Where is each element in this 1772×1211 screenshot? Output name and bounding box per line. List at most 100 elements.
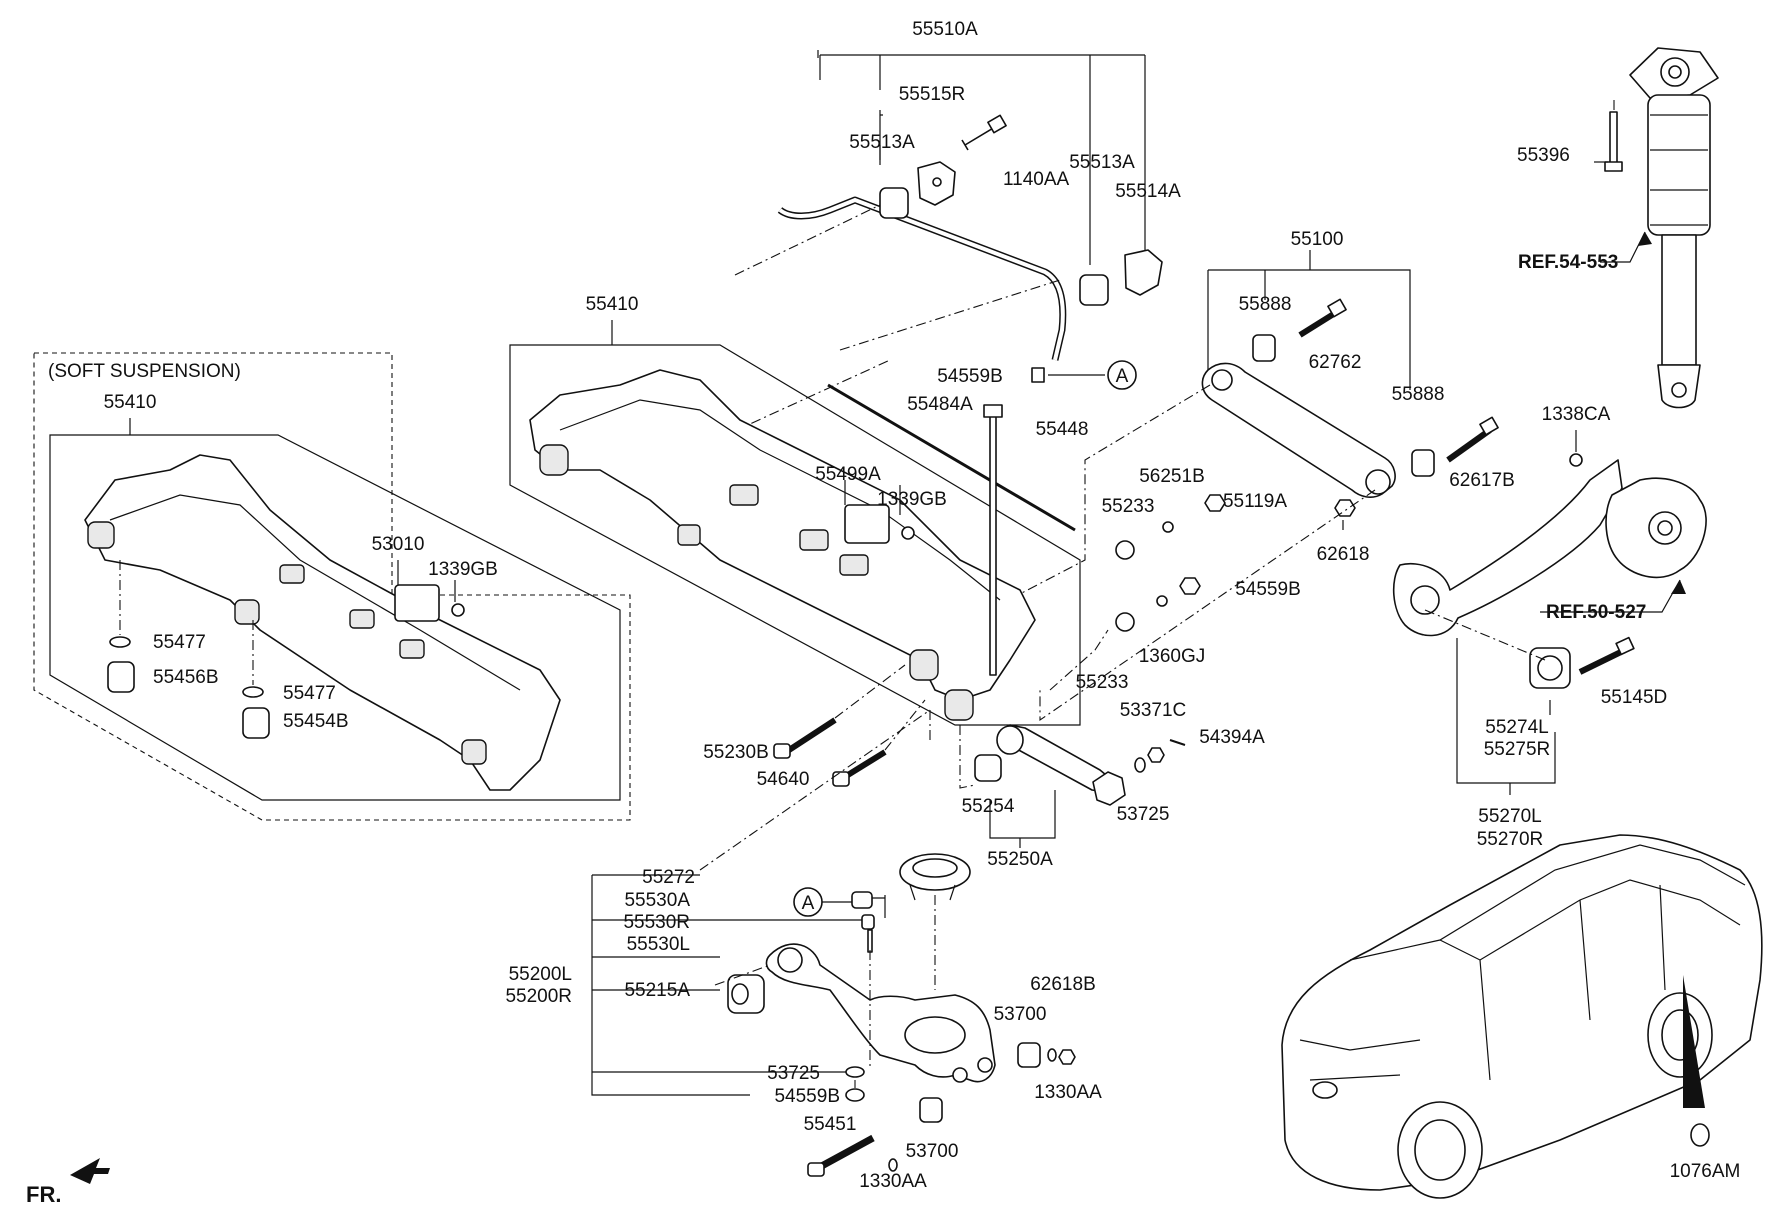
label-54559B-mid: 54559B xyxy=(1235,579,1301,600)
label-55477-a: 55477 xyxy=(153,632,206,653)
car-pointer-arrow xyxy=(1683,975,1705,1108)
bushing-55454B xyxy=(242,707,270,739)
shock-body xyxy=(1661,234,1697,366)
bolt-55448 xyxy=(989,414,997,676)
label-62618: 62618 xyxy=(1317,544,1370,565)
label-1330AA-a: 1330AA xyxy=(1034,1082,1102,1103)
label-1140AA: 1140AA xyxy=(1003,169,1070,190)
nut-54559B-low xyxy=(845,1088,865,1102)
label-55100: 55100 xyxy=(1291,229,1344,250)
label-53371C: 53371C xyxy=(1120,700,1187,721)
label-56251B: 56251B xyxy=(1139,466,1205,487)
stabilizer-bar-group: 55510A 55515R 55513A 1140AA 55513A 55514… xyxy=(714,19,1181,441)
label-55119A: 55119A xyxy=(1223,491,1287,512)
washer-55477-a xyxy=(109,636,131,648)
label-55250A: 55250A xyxy=(987,849,1053,870)
soft-suspension-group: (SOFT SUSPENSION) 55410 53010 1339GB 554… xyxy=(33,352,631,821)
bushing-53700-a xyxy=(1017,1042,1041,1068)
label-55233-b: 55233 xyxy=(1076,672,1129,693)
lower-arm-group: A 55272 55530A 55530R 55530L 5 xyxy=(505,709,1102,1192)
soft-subframe xyxy=(84,454,561,791)
label-55270R: 55270R xyxy=(1477,829,1544,850)
label-55456B: 55456B xyxy=(153,667,219,688)
bolt-55230B xyxy=(784,717,837,755)
label-55254: 55254 xyxy=(962,796,1015,817)
shock-dust-boot xyxy=(1647,94,1711,236)
car-body xyxy=(1281,834,1763,1191)
label-55215A: 55215A xyxy=(624,980,690,1001)
label-53010: 53010 xyxy=(372,534,425,555)
nut-53371C xyxy=(1147,747,1165,763)
label-54559B-low: 54559B xyxy=(774,1086,840,1107)
stabilizer-dash-lines xyxy=(714,204,1061,441)
stabilizer-bushing-right xyxy=(1079,274,1109,306)
label-1360GJ: 1360GJ xyxy=(1139,646,1206,667)
washer-1330AA-b xyxy=(888,1158,898,1172)
ball-joint-53725 xyxy=(1092,771,1126,806)
bushing-53700-b xyxy=(919,1097,943,1123)
section-label-soft-suspension: (SOFT SUSPENSION) xyxy=(48,361,241,382)
nut-62618B xyxy=(1058,1049,1076,1065)
label-53725-left: 53725 xyxy=(767,1063,820,1084)
bushing-55254 xyxy=(974,754,1002,782)
vehicle-illustration: 1076AM xyxy=(1281,834,1763,1199)
label-1076AM: 1076AM xyxy=(1670,1161,1741,1182)
label-55275R: 55275R xyxy=(1484,739,1551,760)
lateral-arm-group: 53371C 54394A 55254 53725 55250A xyxy=(959,700,1265,870)
label-1330AA-b: 1330AA xyxy=(859,1171,927,1192)
label-55530A: 55530A xyxy=(624,890,690,911)
label-55888-b: 55888 xyxy=(1392,384,1445,405)
label-53725-right: 53725 xyxy=(1117,804,1170,825)
label-55233-a: 55233 xyxy=(1102,496,1155,517)
stabilizer-link-55530 xyxy=(851,891,873,909)
label-55410-main: 55410 xyxy=(586,294,639,315)
label-55484A: 55484A xyxy=(907,394,973,415)
plug-1076AM xyxy=(1690,1123,1710,1147)
washer-53725 xyxy=(845,1066,865,1078)
label-55396: 55396 xyxy=(1517,145,1570,166)
main-subframe-group: A 55410 54559B 55484A 55448 55499A 1339G… xyxy=(509,294,1301,726)
label-55530R: 55530R xyxy=(623,912,690,933)
bushing-55233-a xyxy=(1115,540,1135,560)
bushing-55456B xyxy=(107,661,135,693)
ref-circle-A-bottom-label: A xyxy=(802,893,815,914)
bolt-55451 xyxy=(816,1134,875,1172)
label-62618B: 62618B xyxy=(1030,974,1096,995)
label-55530L: 55530L xyxy=(627,934,690,955)
main-subframe-frame xyxy=(509,344,1081,726)
nut-54559B-top xyxy=(1031,367,1045,383)
label-55477-b: 55477 xyxy=(283,683,336,704)
label-54559B-top: 54559B xyxy=(937,366,1003,387)
mount-55499A xyxy=(844,504,890,544)
bolt-54640 xyxy=(841,749,887,781)
label-53700-a: 53700 xyxy=(994,1004,1047,1025)
soft-subframe-frame xyxy=(49,434,621,801)
nut-62618 xyxy=(1334,499,1356,517)
label-55272: 55272 xyxy=(642,867,695,888)
label-55230B: 55230B xyxy=(703,742,769,763)
label-55515R: 55515R xyxy=(899,84,966,105)
lower-arm-bracket xyxy=(591,874,870,1096)
label-REF.54-553: REF.54-553 xyxy=(1518,252,1618,273)
ref-circle-A-top-label: A xyxy=(1116,366,1129,387)
label-55451: 55451 xyxy=(804,1114,857,1135)
label-55513A-left: 55513A xyxy=(849,132,915,153)
label-55888-a: 55888 xyxy=(1239,294,1292,315)
label-62762: 62762 xyxy=(1309,352,1362,373)
trailing-arm xyxy=(1392,459,1623,637)
nut-1338CA xyxy=(1569,453,1583,467)
stabilizer-clamp-right xyxy=(1124,249,1163,296)
stabilizer-group-bracket xyxy=(817,50,1146,260)
label-55510A: 55510A xyxy=(912,19,978,40)
label-55274L: 55274L xyxy=(1485,717,1548,738)
label-62617B: 62617B xyxy=(1449,470,1515,491)
trailing-arm-group: 1338CA REF.50-527 55274L 55275R 55145D 5… xyxy=(1392,404,1707,850)
label-1339GB-main: 1339GB xyxy=(877,489,947,510)
label-54394A: 54394A xyxy=(1199,727,1265,748)
upper-arm-bracket xyxy=(1207,250,1411,390)
label-55514A: 55514A xyxy=(1115,181,1181,202)
label-55448: 55448 xyxy=(1036,419,1089,440)
bushing-55233-b xyxy=(1115,612,1135,632)
front-arrow-icon xyxy=(70,1158,110,1184)
